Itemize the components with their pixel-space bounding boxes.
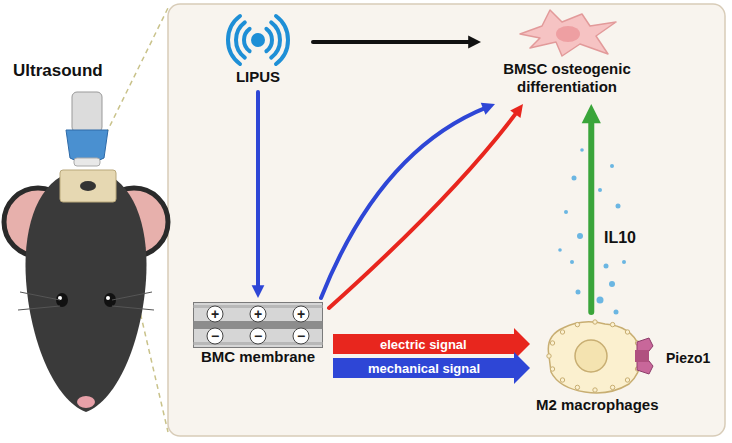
connector-arrow (313, 36, 481, 49)
node-label: M2 macrophages (536, 396, 659, 414)
connector-arrow (252, 92, 265, 298)
charge-sign: − (254, 329, 262, 343)
ultrasound-probe (66, 92, 108, 166)
node-label: BMC membrane (201, 348, 315, 366)
node-label: BMSC osteogenic differentiation (489, 60, 645, 96)
charge-sign: + (254, 307, 262, 321)
edge-label: mechanical signal (368, 362, 480, 375)
panel (168, 4, 725, 436)
connector-arrow (333, 328, 530, 360)
connector-arrow (582, 104, 601, 312)
signal-node: LIPUS (209, 12, 307, 88)
charge-sign: − (211, 329, 219, 343)
charge-sign: + (211, 307, 219, 321)
connector-arrow (333, 352, 530, 384)
charge-sign: − (297, 329, 305, 343)
node-icon (512, 4, 622, 60)
edge-label: IL10 (604, 230, 636, 246)
edge-label: electric signal (380, 338, 467, 351)
node-label: LIPUS (236, 68, 280, 86)
cell-node: M2 macrophages (532, 316, 663, 416)
gel-patch (60, 170, 116, 202)
cell-node: BMSC osteogenic differentiation (485, 4, 649, 98)
figure-label: Ultrasound (13, 62, 103, 79)
connector-arrow (329, 104, 523, 308)
mouse-head (4, 170, 168, 412)
zoom-line (98, 8, 168, 150)
connector-arrow (321, 103, 495, 298)
channel-label: Piezo1 (666, 351, 710, 365)
node-icon (539, 316, 655, 396)
charge-sign: + (297, 307, 305, 321)
node-icon (213, 12, 303, 68)
